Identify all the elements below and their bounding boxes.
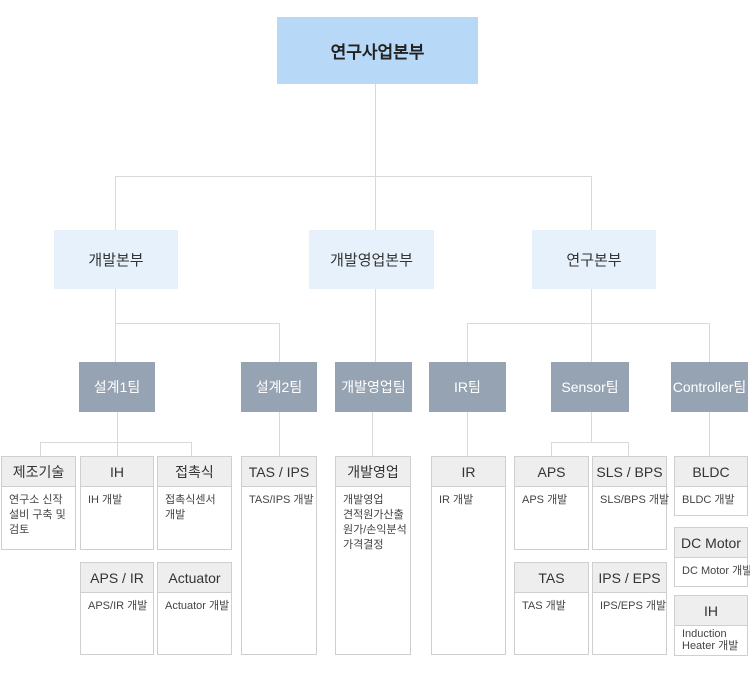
card-line: APS/IR 개발 (88, 600, 148, 612)
card-ih-controller: IH Induction Heater 개발 (674, 595, 748, 656)
card-title: DC Motor (675, 528, 747, 558)
connector (191, 442, 192, 456)
connector (467, 412, 468, 456)
connector (467, 323, 710, 324)
connector (115, 289, 116, 323)
connector (372, 412, 373, 456)
card-line: Actuator 개발 (165, 600, 230, 612)
card-title: TAS / IPS (242, 457, 316, 487)
card-aps-ir: APS / IR APS/IR 개발 (80, 562, 154, 655)
card-title: APS / IR (81, 563, 153, 593)
connector (591, 323, 592, 362)
connector (709, 323, 710, 362)
connector (117, 412, 118, 442)
card-title: IH (675, 596, 747, 626)
card-title: Actuator (158, 563, 231, 593)
connector (375, 289, 376, 362)
connector (279, 412, 280, 456)
connector (115, 176, 116, 230)
connector (279, 323, 280, 362)
card-line: 원가/손익분석 (343, 524, 407, 536)
card-title: SLS / BPS (593, 457, 666, 487)
card-title: 개발영업 (336, 457, 410, 487)
connector (117, 442, 118, 456)
division-research: 연구본부 (532, 230, 656, 289)
division-dev-sales: 개발영업본부 (309, 230, 434, 289)
card-title: TAS (515, 563, 588, 593)
card-line: 개발 (165, 509, 186, 521)
card-line: TAS 개발 (522, 600, 566, 612)
connector (115, 323, 280, 324)
card-line: APS 개발 (522, 494, 568, 506)
card-line: IPS/EPS 개발 (600, 600, 667, 612)
card-bldc: BLDC BLDC 개발 (674, 456, 748, 516)
connector (709, 412, 710, 456)
card-line: SLS/BPS 개발 (600, 494, 670, 506)
connector (40, 442, 41, 456)
card-contact: 접촉식 접촉식센서 개발 (157, 456, 232, 550)
connector (551, 442, 629, 443)
team-ir: IR팀 (429, 362, 506, 412)
card-tas-ips: TAS / IPS TAS/IPS 개발 (241, 456, 317, 655)
card-title: IPS / EPS (593, 563, 666, 593)
card-line: Induction (682, 628, 727, 640)
card-dev-sales: 개발영업 개발영업 견적원가산출 원가/손익분석 가격결정 (335, 456, 411, 655)
card-line: Heater 개발 (682, 640, 739, 652)
card-line: 설비 구축 및 (9, 509, 66, 521)
card-title: BLDC (675, 457, 747, 487)
card-sls-bps: SLS / BPS SLS/BPS 개발 (592, 456, 670, 550)
card-line: IR 개발 (439, 494, 474, 506)
card-tas: TAS TAS 개발 (514, 562, 589, 655)
card-manufacturing: 제조기술 연구소 신작 설비 구축 및 검토 (1, 456, 76, 550)
connector (375, 83, 376, 176)
card-title: IR (432, 457, 505, 487)
card-line: BLDC 개발 (682, 494, 735, 506)
card-line: 개발영업 (343, 494, 384, 506)
connector (591, 412, 592, 442)
card-ips-eps: IPS / EPS IPS/EPS 개발 (592, 562, 667, 655)
card-actuator: Actuator Actuator 개발 (157, 562, 232, 655)
connector (467, 323, 468, 362)
connector (115, 323, 116, 362)
connector (115, 176, 592, 177)
connector (40, 442, 192, 443)
card-title: 접촉식 (158, 457, 231, 487)
team-sensor: Sensor팀 (551, 362, 629, 412)
card-line: 가격결정 (343, 539, 384, 551)
team-design2: 설계2팀 (241, 362, 317, 412)
root-node: 연구사업본부 (277, 17, 478, 84)
card-line: 연구소 신작 (9, 494, 63, 506)
team-controller: Controller팀 (671, 362, 748, 412)
card-dc-motor: DC Motor DC Motor 개발 (674, 527, 750, 587)
card-title: IH (81, 457, 153, 487)
card-line: 접촉식센서 (165, 494, 216, 506)
team-design1: 설계1팀 (79, 362, 155, 412)
card-aps: APS APS 개발 (514, 456, 589, 550)
connector (591, 176, 592, 230)
card-line: TAS/IPS 개발 (249, 494, 314, 506)
connector (375, 176, 376, 230)
card-line: DC Motor 개발 (682, 565, 750, 577)
connector (551, 442, 552, 456)
card-ir: IR IR 개발 (431, 456, 506, 655)
connector (591, 289, 592, 323)
card-line: IH 개발 (88, 494, 123, 506)
division-dev: 개발본부 (54, 230, 178, 289)
card-title: APS (515, 457, 588, 487)
card-line: 견적원가산출 (343, 509, 404, 521)
card-line: 검토 (9, 524, 30, 536)
team-dev-sales: 개발영업팀 (335, 362, 412, 412)
card-title: 제조기술 (2, 457, 75, 487)
card-ih-design1: IH IH 개발 (80, 456, 154, 550)
connector (628, 442, 629, 456)
